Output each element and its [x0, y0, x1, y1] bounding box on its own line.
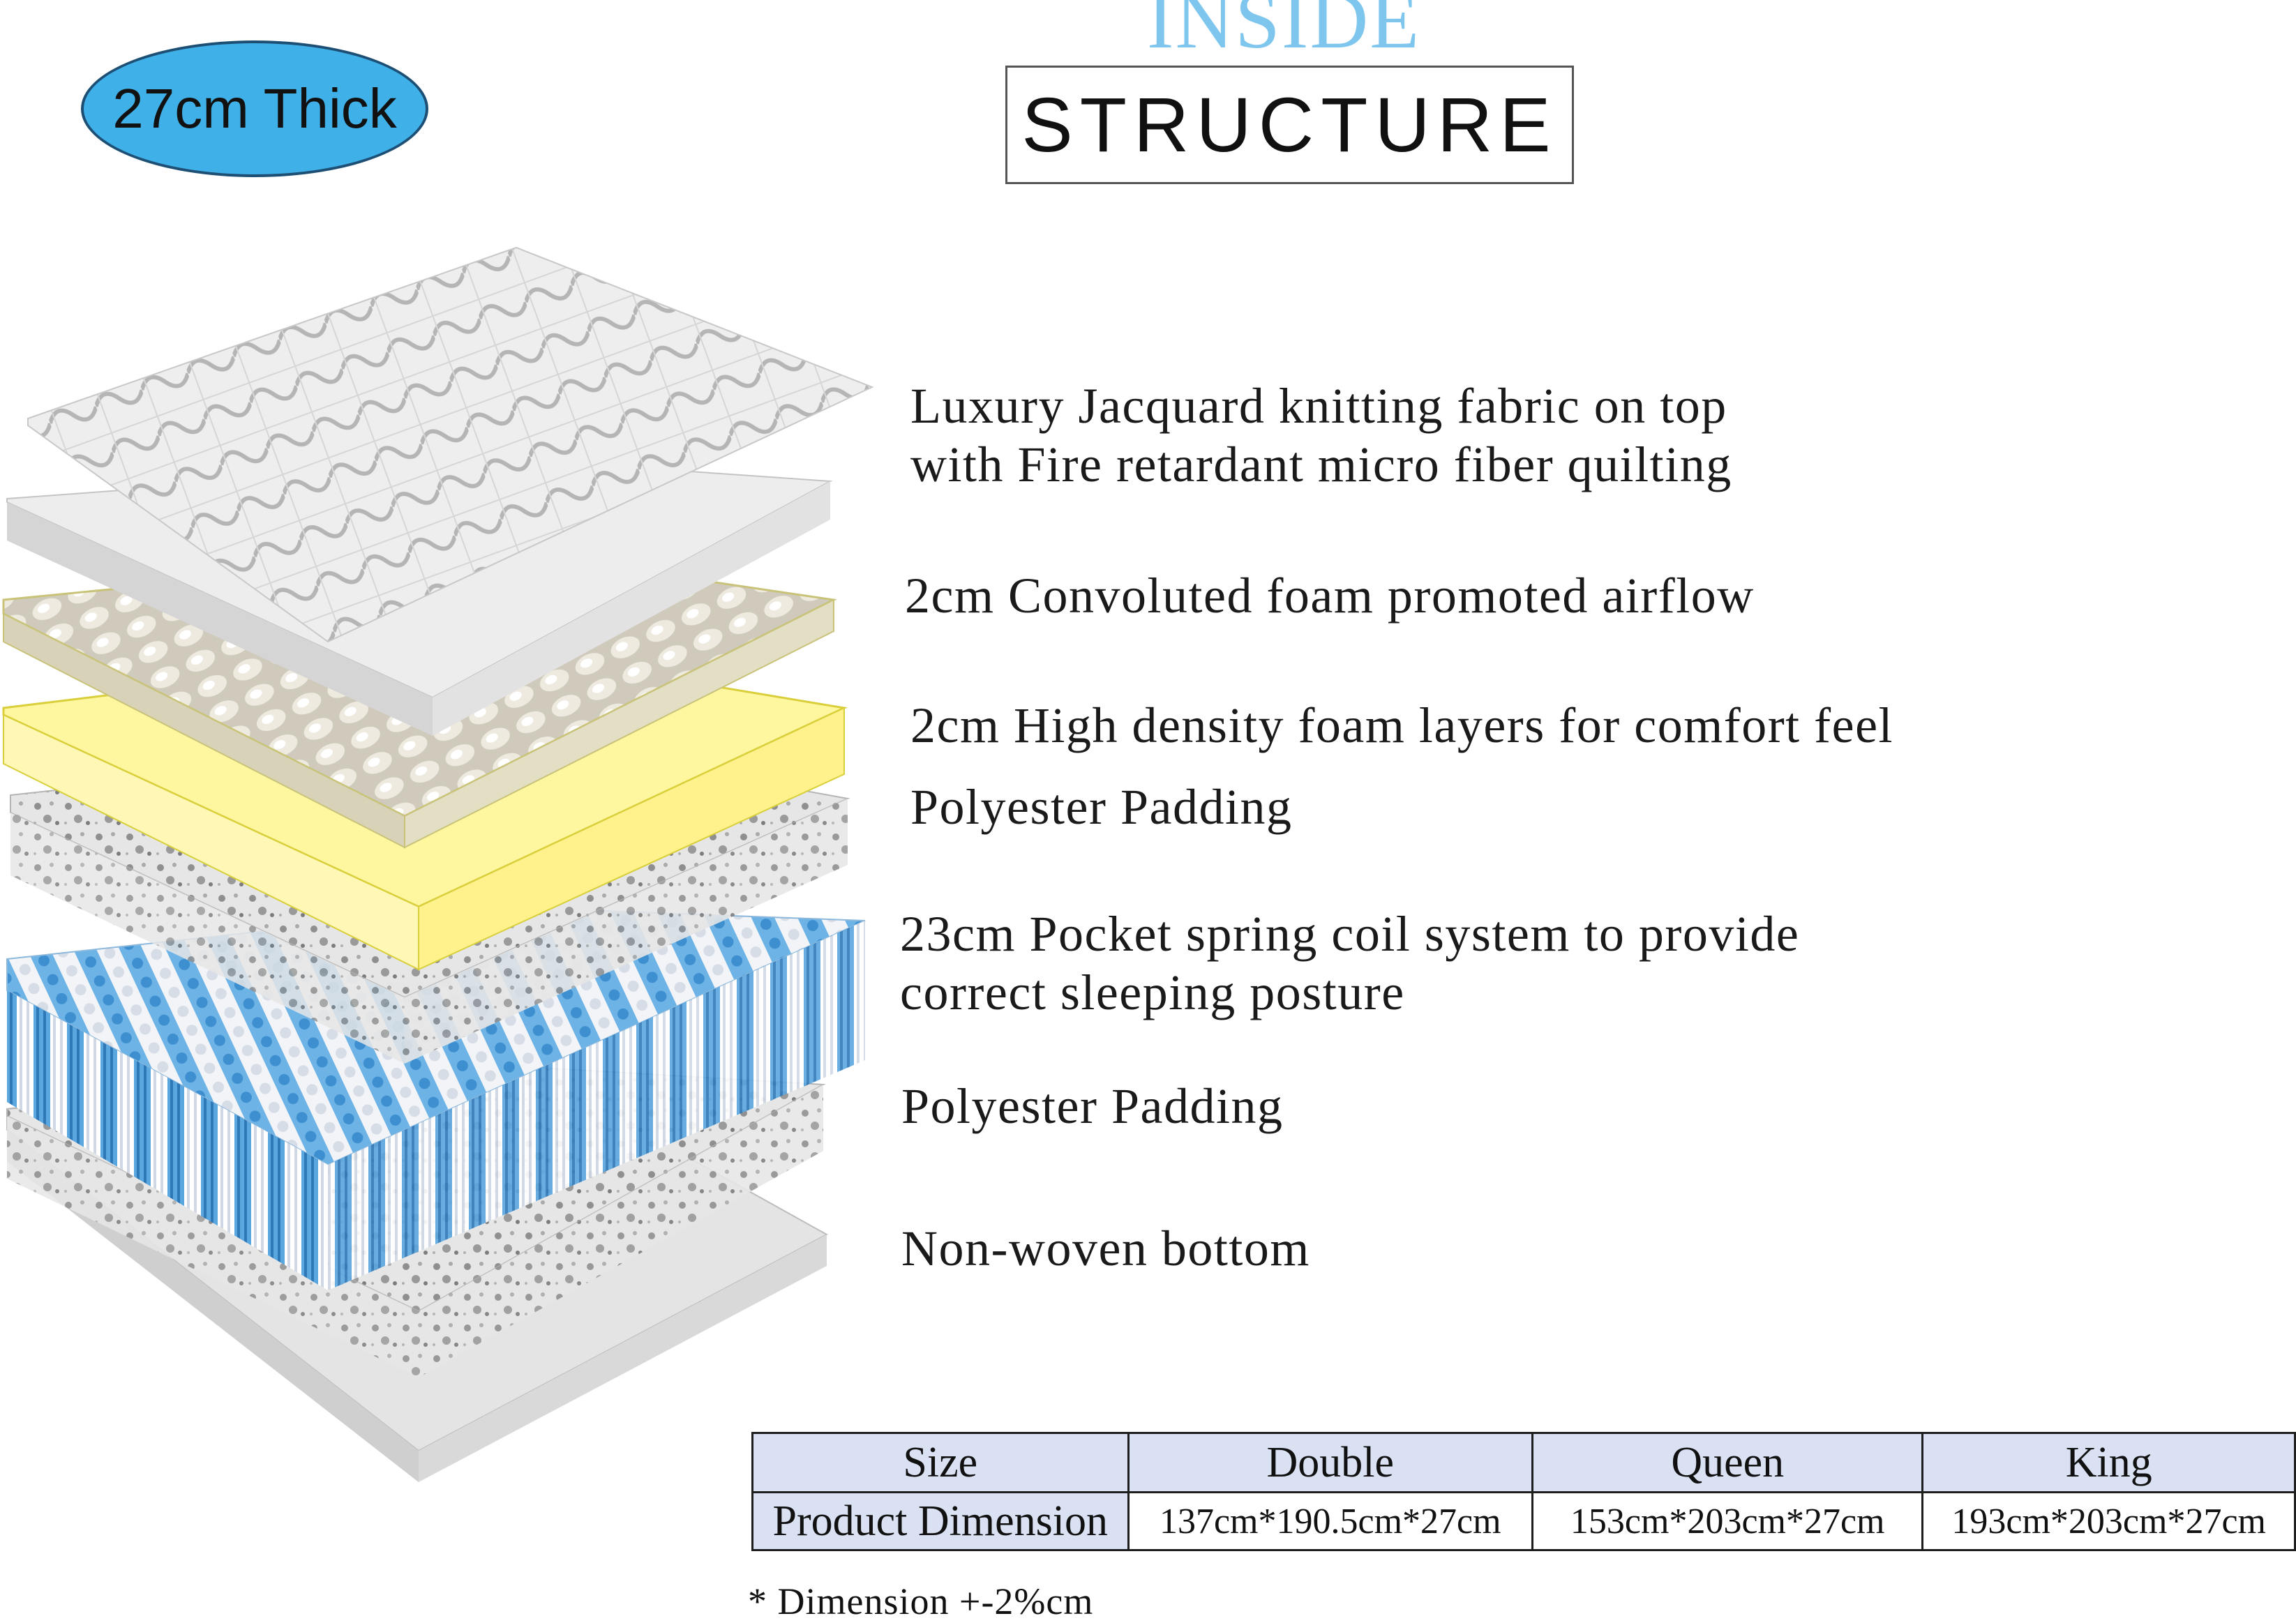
product-dimension-label: Product Dimension: [751, 1491, 1130, 1551]
label-nonwoven-bottom: Non-woven bottom: [901, 1221, 1310, 1276]
layer-jacquard-fabric: [27, 246, 874, 643]
king-header: King: [1921, 1432, 2296, 1493]
label-polyester-padding-lower: Polyester Padding: [901, 1078, 1284, 1134]
queen-header: Queen: [1531, 1432, 1924, 1493]
size-table-header-row: Size Double Queen King: [751, 1432, 2296, 1493]
thickness-badge-text: 27cm Thick: [112, 77, 397, 139]
double-dimension: 137cm*190.5cm*27cm: [1127, 1491, 1534, 1551]
mattress-layers-illustration: [2, 246, 874, 1482]
queen-dimension: 153cm*203cm*27cm: [1531, 1491, 1924, 1551]
size-table: Size Double Queen King Product Dimension…: [751, 1432, 2296, 1551]
label-high-density-foam: 2cm High density foam layers for comfort…: [910, 697, 1894, 753]
inside-heading: INSIDE: [1146, 0, 1421, 66]
size-header: Size: [751, 1432, 1130, 1493]
structure-heading: STRUCTURE: [1005, 66, 1574, 184]
label-line: 23cm Pocket spring coil system to provid…: [900, 906, 1800, 962]
label-pocket-spring: 23cm Pocket spring coil system to provid…: [900, 905, 1799, 1022]
label-line: with Fire retardant micro fiber quilting: [910, 437, 1732, 492]
structure-heading-text: STRUCTURE: [1021, 82, 1558, 168]
label-jacquard-fabric: Luxury Jacquard knitting fabric on top w…: [910, 377, 1732, 494]
label-line: correct sleeping posture: [900, 965, 1405, 1020]
label-convoluted-foam: 2cm Convoluted foam promoted airflow: [905, 568, 1755, 624]
king-dimension: 193cm*203cm*27cm: [1921, 1491, 2296, 1551]
label-line: Luxury Jacquard knitting fabric on top: [910, 378, 1727, 434]
thickness-badge: 27cm Thick: [81, 40, 428, 177]
size-table-dimension-row: Product Dimension 137cm*190.5cm*27cm 153…: [751, 1491, 2296, 1551]
double-header: Double: [1127, 1432, 1534, 1493]
dimension-tolerance-note: * Dimension +-2%cm: [748, 1580, 1094, 1622]
label-polyester-padding-upper: Polyester Padding: [910, 779, 1293, 835]
